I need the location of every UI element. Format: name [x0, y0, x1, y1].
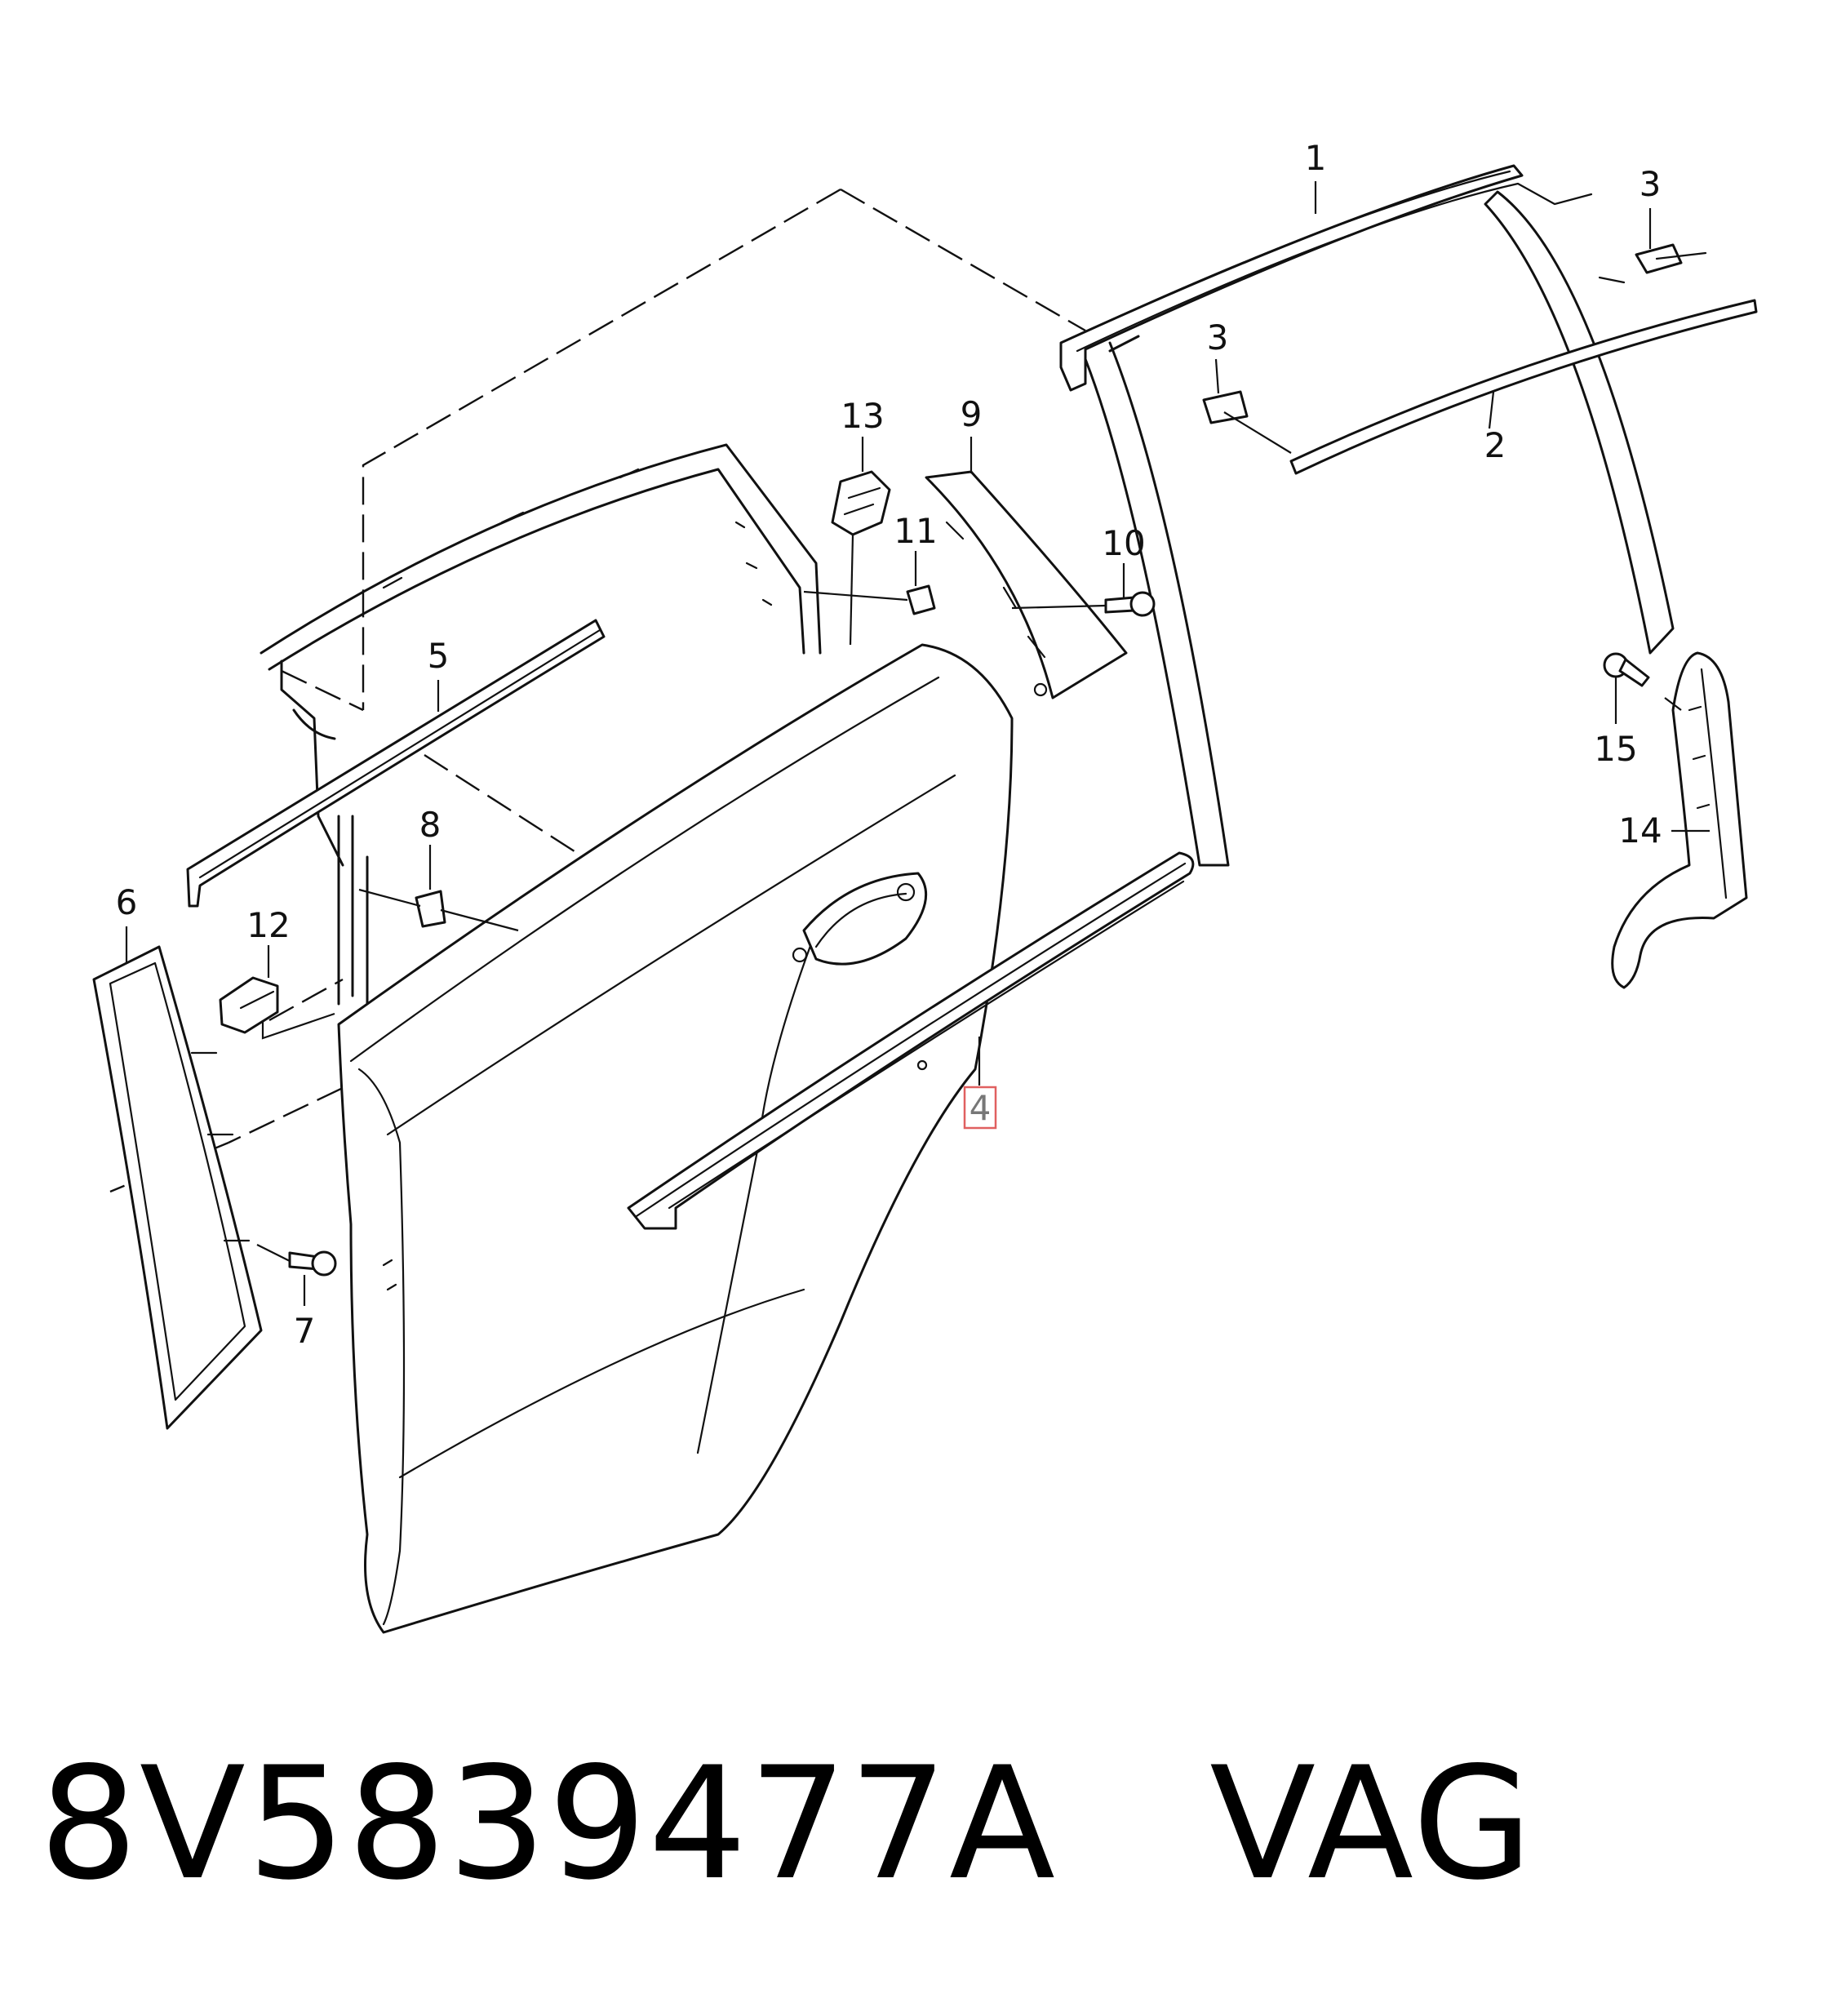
callout-5[interactable]: 5 — [428, 636, 450, 676]
part-10-bolt — [1011, 591, 1156, 617]
part-13-bracket — [831, 470, 891, 646]
callout-2[interactable]: 2 — [1484, 425, 1506, 465]
callout-13[interactable]: 13 — [841, 396, 884, 436]
part-7-screw — [256, 1244, 337, 1277]
callout-1[interactable]: 1 — [1305, 138, 1327, 178]
part-3-clip-center — [1202, 390, 1249, 424]
callout-6[interactable]: 6 — [116, 882, 138, 922]
callout-11[interactable]: 11 — [894, 511, 937, 551]
callout-14[interactable]: 14 — [1618, 810, 1662, 850]
callout-labels: 1 2 3 3 4 5 6 7 8 9 10 11 12 13 14 15 — [116, 138, 1662, 1351]
callout-8[interactable]: 8 — [419, 805, 442, 845]
part-15-screw — [1603, 652, 1682, 711]
callout-15[interactable]: 15 — [1594, 729, 1637, 769]
brand-label: VAG — [1209, 1734, 1534, 1914]
part-number: 8V5839477A — [39, 1734, 1058, 1914]
callout-leaders — [125, 181, 1710, 1306]
part-6-pillar-trim — [92, 945, 263, 1430]
part-number-caption: 8V5839477A VAG — [39, 1747, 1534, 1902]
part-4-outer-belt-weatherstrip — [627, 851, 1195, 1230]
part-14-lower-pillar-trim — [1611, 651, 1748, 989]
callout-4[interactable]: 4 — [970, 1088, 992, 1128]
highlight-box-4 — [963, 1086, 997, 1130]
callout-3-center[interactable]: 3 — [1207, 317, 1229, 357]
part-12-bracket — [219, 976, 335, 1040]
callout-9[interactable]: 9 — [961, 394, 983, 434]
part-3-clip-top-right — [1635, 243, 1707, 274]
part-2-lower-trim-strip — [1289, 299, 1758, 475]
door-panel — [337, 643, 1014, 1634]
part-5-inner-belt-weatherstrip — [186, 619, 606, 908]
callout-7[interactable]: 7 — [294, 1311, 316, 1351]
callout-12[interactable]: 12 — [246, 905, 290, 945]
callout-3-top[interactable]: 3 — [1640, 164, 1662, 204]
part-1-upper-frame-trim — [1059, 164, 1675, 867]
callout-10[interactable]: 10 — [1102, 523, 1145, 563]
assembly-dashed-lines — [109, 188, 1086, 1193]
part-8-clip — [358, 888, 519, 932]
part-11-clip — [803, 584, 936, 615]
part-9-triangle-trim — [925, 470, 1128, 699]
door-window-frame — [260, 443, 822, 1006]
